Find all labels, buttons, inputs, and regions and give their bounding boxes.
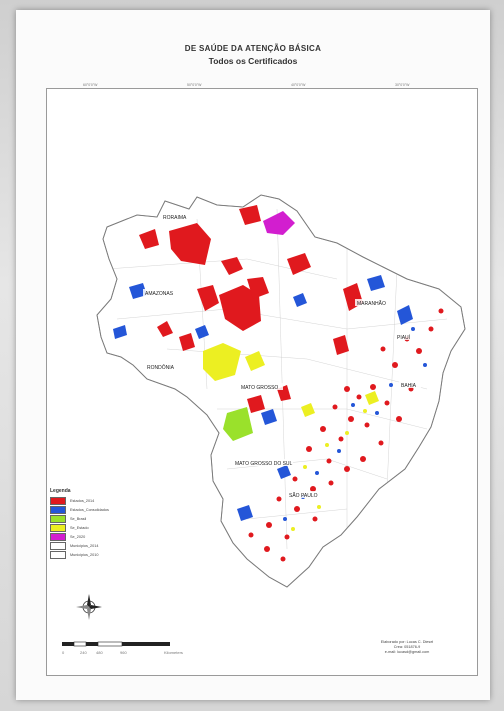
- state-label-bahia: BAHIA: [401, 383, 417, 389]
- legend-label: Se_Brasil: [70, 516, 87, 521]
- grid-tick-label: 40°0'0"W: [291, 83, 306, 87]
- legend-swatch: [50, 541, 66, 550]
- brazil-map: RORAIMA AMAZONAS RONDÔNIA MATO GROSSO MA…: [96, 194, 466, 588]
- scale-tick: 960: [120, 650, 127, 655]
- credits-author: Elaborado por: Lucas C. Diesel: [380, 640, 434, 644]
- legend-swatch: [50, 505, 66, 514]
- legend-label: Se_Estado: [70, 525, 89, 530]
- legend-swatch: [50, 523, 66, 532]
- map-credits: Elaborado por: Lucas C. Diesel Crea: 051…: [362, 640, 452, 655]
- state-label-mato-grosso-do-sul: MATO GROSSO DO SUL: [235, 461, 293, 467]
- legend-label: Municipios_2010: [70, 552, 99, 557]
- legend-item: Municipios_2014: [50, 541, 160, 550]
- legend-title: Legenda: [50, 488, 71, 494]
- grid-tick-label: 50°0'0"W: [187, 83, 202, 87]
- map-sheet: DE SAÚDE DA ATENÇÃO BÁSICA Todos os Cert…: [16, 10, 490, 700]
- state-label-rondonia: RONDÔNIA: [147, 364, 175, 371]
- legend-swatch: [50, 532, 66, 541]
- legend-item: Municipios_2010: [50, 550, 160, 559]
- state-labels: RORAIMA AMAZONAS RONDÔNIA MATO GROSSO MA…: [143, 213, 421, 499]
- credits-registration: Crea: 051876-9: [393, 645, 421, 649]
- legend-label: Se_2020: [70, 534, 86, 539]
- scale-tick: 480: [96, 650, 103, 655]
- credits-email: e-mail: lucasd@gmail.com: [384, 650, 430, 654]
- legend-label: Estados_Consolidados: [70, 507, 109, 512]
- legend-label: Estados_2014: [70, 498, 95, 503]
- legend-swatch: [50, 550, 66, 559]
- grid-tick-label: 60°0'0"W: [83, 83, 98, 87]
- state-label-amazonas: AMAZONAS: [145, 291, 174, 297]
- legend-item: Se_Brasil: [50, 514, 160, 523]
- state-label-maranhao: MARANHÃO: [357, 300, 386, 307]
- legend-item: Se_Estado: [50, 523, 160, 532]
- scale-tick: 240: [80, 650, 87, 655]
- legend-label: Municipios_2014: [70, 543, 99, 548]
- scale-bar: 0 240 480 960 Kilometers: [60, 638, 190, 668]
- state-label-roraima: RORAIMA: [163, 215, 187, 221]
- state-label-piaui: PIAUÍ: [397, 334, 411, 341]
- legend-item: Estados_Consolidados: [50, 505, 160, 514]
- legend-swatch: [50, 514, 66, 523]
- map-frame: 60°0'0"W 50°0'0"W 40°0'0"W 30°0'0"W: [46, 83, 478, 676]
- legend-item: Estados_2014: [50, 496, 160, 505]
- map-subtitle: Todos os Certificados: [208, 56, 298, 66]
- scale-tick: 0: [62, 650, 65, 655]
- north-arrow-icon: [76, 594, 102, 620]
- municipality-fill-layer: [106, 205, 448, 562]
- map-legend: Legenda Estados_2014 Estados_Consolidado…: [50, 488, 160, 559]
- legend-item: Se_2020: [50, 532, 160, 541]
- state-label-mato-grosso: MATO GROSSO: [241, 385, 278, 391]
- scale-bar-graphic: [62, 641, 170, 647]
- legend-swatch: [50, 496, 66, 505]
- map-title: DE SAÚDE DA ATENÇÃO BÁSICA: [184, 44, 322, 53]
- grid-tick-label: 30°0'0"W: [395, 83, 410, 87]
- eastern-municipality-speckle: [248, 308, 444, 562]
- state-label-sao-paulo: SÃO PAULO: [289, 492, 318, 499]
- scale-unit: Kilometers: [164, 650, 183, 655]
